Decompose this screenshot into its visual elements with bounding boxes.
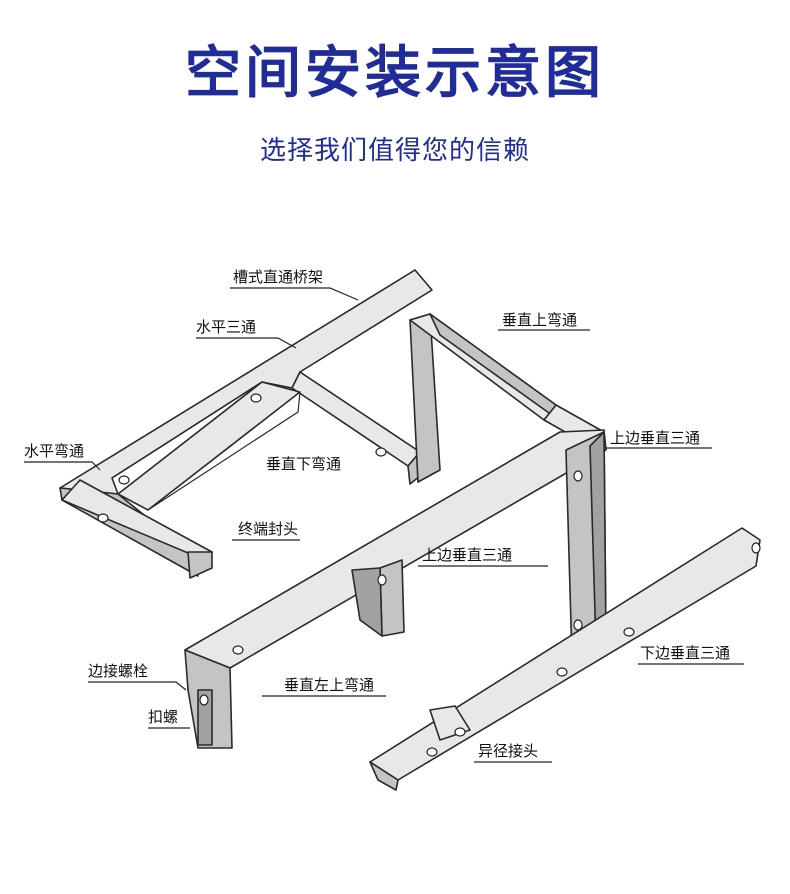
leader-line <box>88 681 187 691</box>
upper-tray-loop <box>59 269 433 579</box>
label-end-cap: 终端封头 <box>238 520 298 538</box>
end-cap-face <box>187 551 213 579</box>
label-edge-bolt: 边接螺栓 <box>88 662 148 680</box>
page-subtitle: 选择我们值得您的信赖 <box>259 136 530 166</box>
bolt-icon <box>118 475 130 485</box>
bolt-icon <box>751 542 761 554</box>
leader-line <box>24 461 101 471</box>
label-clamp-bolt: 扣螺 <box>148 708 178 726</box>
tee-branch-top <box>291 371 421 467</box>
label-side-vertical-tee-top: 上边垂直三通 <box>610 429 700 447</box>
label-trough-straight: 槽式直通桥架 <box>233 268 323 286</box>
mid-drop-leg <box>379 559 405 637</box>
mid-drop-side <box>351 567 383 637</box>
bolt-icon <box>377 574 387 586</box>
loop-inner-rim <box>111 381 301 511</box>
lower-right-tray <box>369 527 761 791</box>
bolt-icon <box>454 727 466 737</box>
bolt-icon <box>250 393 262 403</box>
label-horizontal-elbow: 水平弯通 <box>24 442 84 460</box>
bolt-icon <box>426 747 438 757</box>
label-reducer: 异径接头 <box>478 742 538 760</box>
label-vertical-left-up-elbow: 垂直左上弯通 <box>284 676 374 694</box>
page-title: 空间安装示意图 <box>185 41 605 106</box>
bolt-icon <box>375 447 387 457</box>
label-horizontal-tee: 水平三通 <box>196 318 256 336</box>
tray-straight-top-face <box>59 269 433 495</box>
bolt-icon <box>97 513 109 523</box>
right-vertical-post <box>565 431 607 661</box>
bolt-icon <box>573 619 583 631</box>
leader-lines <box>24 287 744 763</box>
leader-line <box>196 337 297 349</box>
label-lower-vertical-tee: 下边垂直三通 <box>640 644 730 662</box>
lower-tray-end <box>369 761 399 791</box>
bolt-icon <box>232 645 244 655</box>
label-vertical-up-elbow: 垂直上弯通 <box>502 311 577 329</box>
label-vertical-down-elbow: 垂直下弯通 <box>266 455 341 473</box>
label-side-vertical-tee-mid: 上边垂直三通 <box>422 546 512 564</box>
bolt-icon <box>199 694 209 706</box>
bolt-icon <box>573 470 583 482</box>
leader-line <box>230 287 359 301</box>
main-lower-tray <box>184 429 607 749</box>
diagram-labels: 槽式直通桥架 水平三通 水平弯通 垂直下弯通 终端封头 垂直上弯通 上边垂直三通… <box>24 268 730 760</box>
bolt-icon <box>623 627 635 637</box>
bolt-icon <box>556 667 568 677</box>
